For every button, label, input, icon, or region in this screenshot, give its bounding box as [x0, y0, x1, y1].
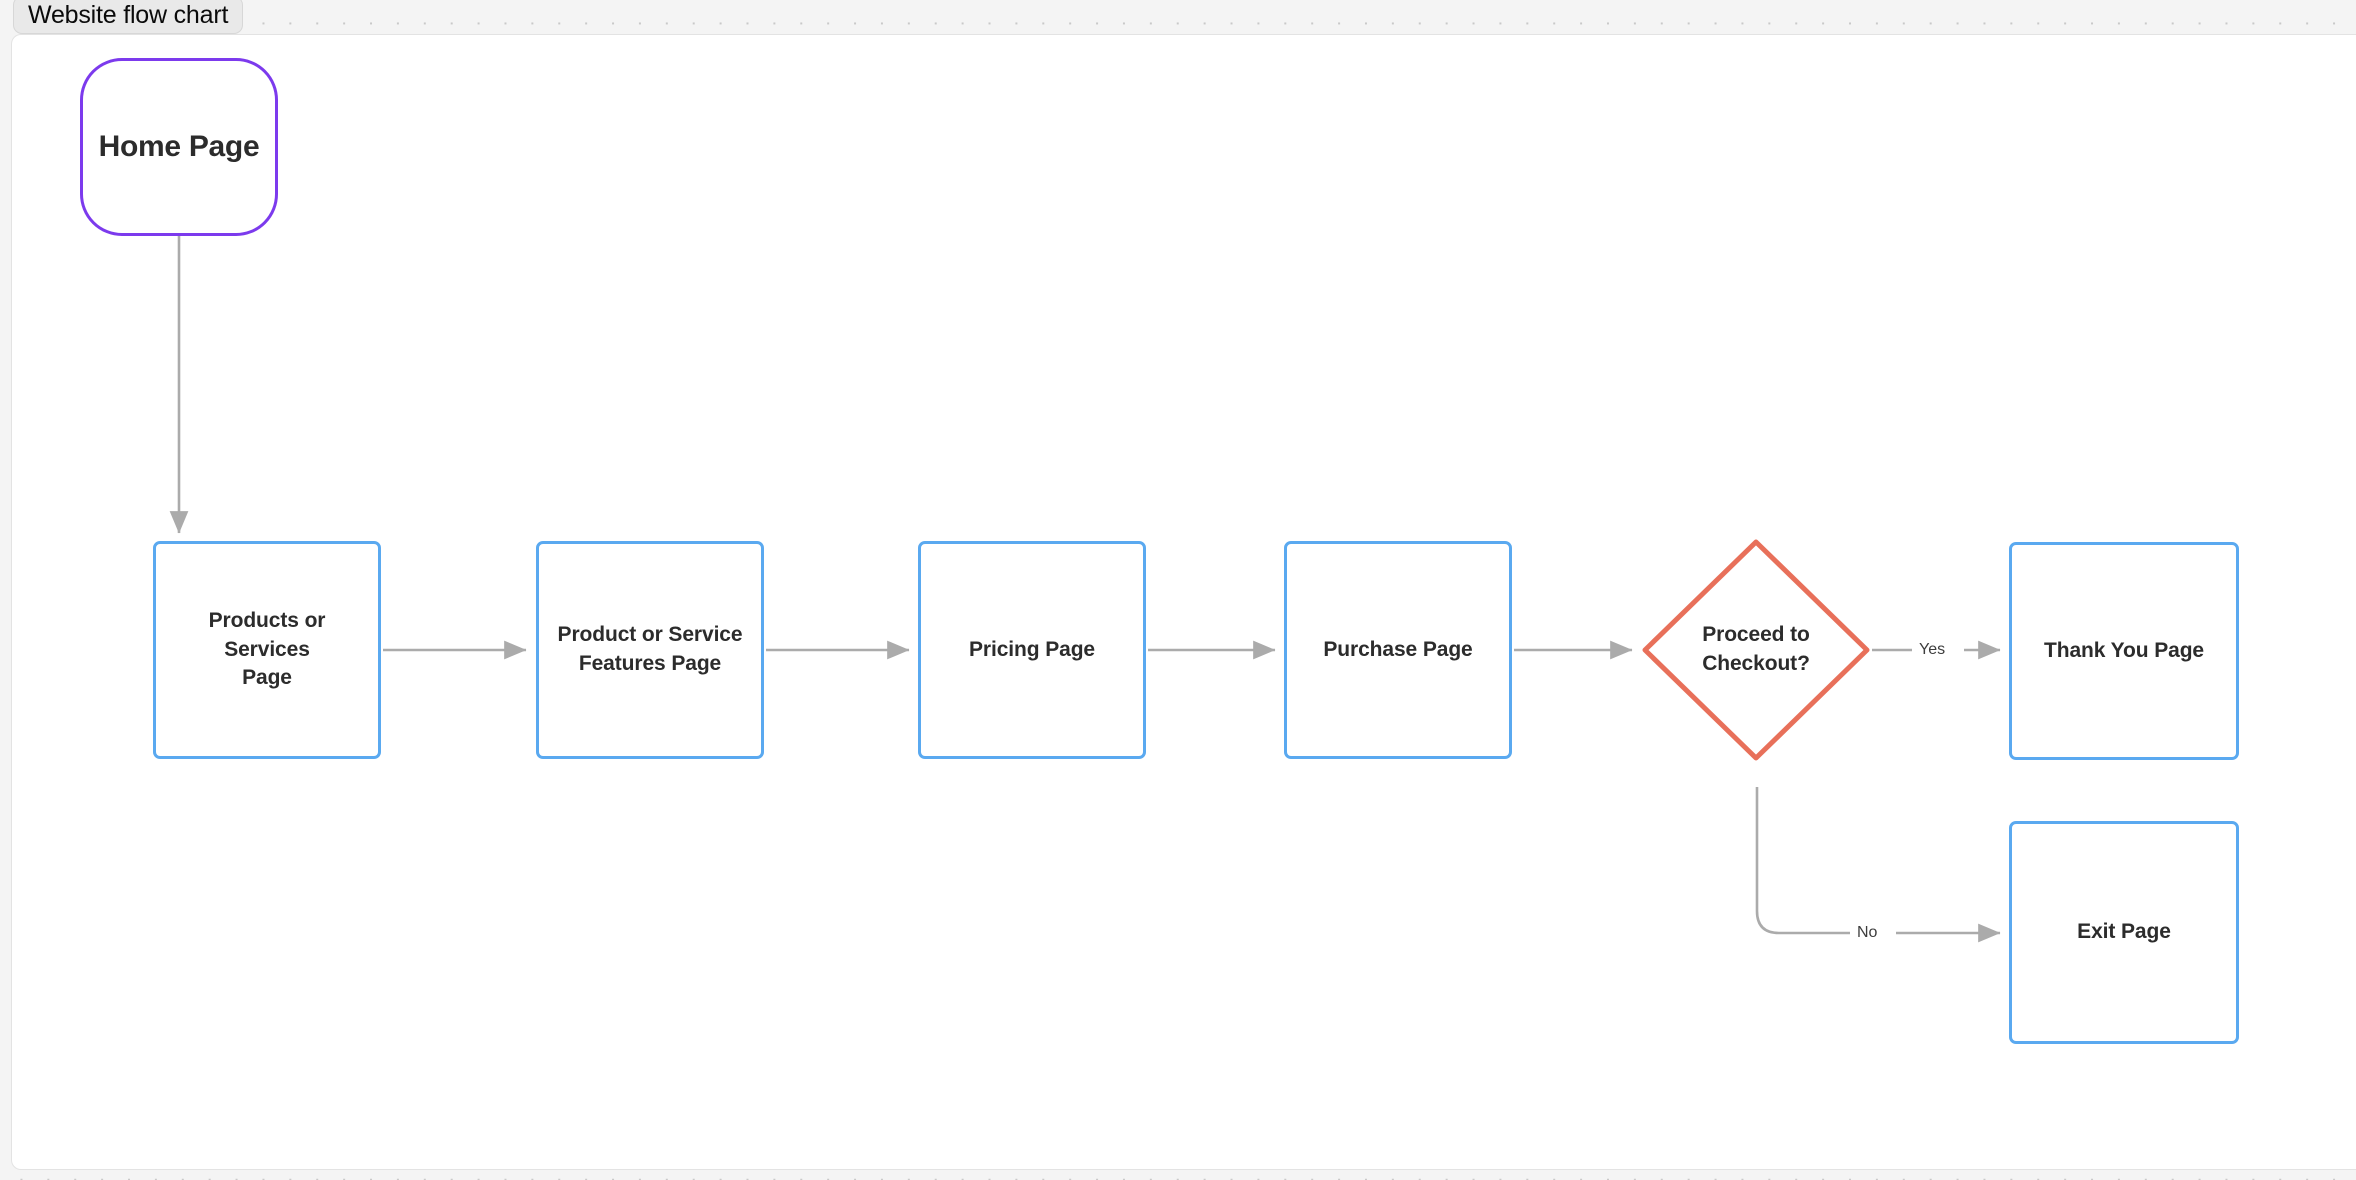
node-pricing-page-label: Pricing Page — [968, 637, 1095, 661]
node-exit-page-label: Exit Page — [2077, 920, 2171, 944]
node-home-page-label: Home Page — [98, 130, 260, 164]
node-products-or-services-page-label: Products or Services Page — [208, 608, 326, 690]
edge-checkout-to-exit-elbow — [1755, 787, 1850, 935]
node-purchase-page[interactable]: Purchase Page — [1284, 541, 1512, 759]
node-exit-page[interactable]: Exit Page — [2009, 821, 2239, 1044]
node-pricing-page[interactable]: Pricing Page — [918, 541, 1146, 759]
node-thank-you-page-label: Thank You Page — [2043, 638, 2205, 662]
node-proceed-to-checkout-decision-label: Proceed to Checkout? — [1702, 623, 1810, 675]
diamond-icon — [1642, 539, 1870, 761]
edge-label-yes: Yes — [1912, 642, 1953, 658]
document-title-tab[interactable]: Website flow chart — [13, 0, 244, 34]
page-title: Website flow chart — [28, 0, 229, 29]
flowchart-canvas[interactable]: Home Page Products or Services Page Prod… — [11, 34, 2356, 1170]
node-thank-you-page[interactable]: Thank You Page — [2009, 542, 2239, 760]
node-products-or-services-page[interactable]: Products or Services Page — [153, 541, 381, 759]
edge-label-no: No — [1850, 925, 1885, 941]
node-purchase-page-label: Purchase Page — [1323, 637, 1473, 661]
node-product-or-service-features-page-label: Product or Service Features Page — [557, 623, 743, 675]
edge-layer — [169, 236, 2001, 943]
node-home-page[interactable]: Home Page — [80, 58, 278, 236]
node-product-or-service-features-page[interactable]: Product or Service Features Page — [536, 541, 764, 759]
node-proceed-to-checkout-decision[interactable]: Proceed to Checkout? — [1641, 538, 1871, 762]
